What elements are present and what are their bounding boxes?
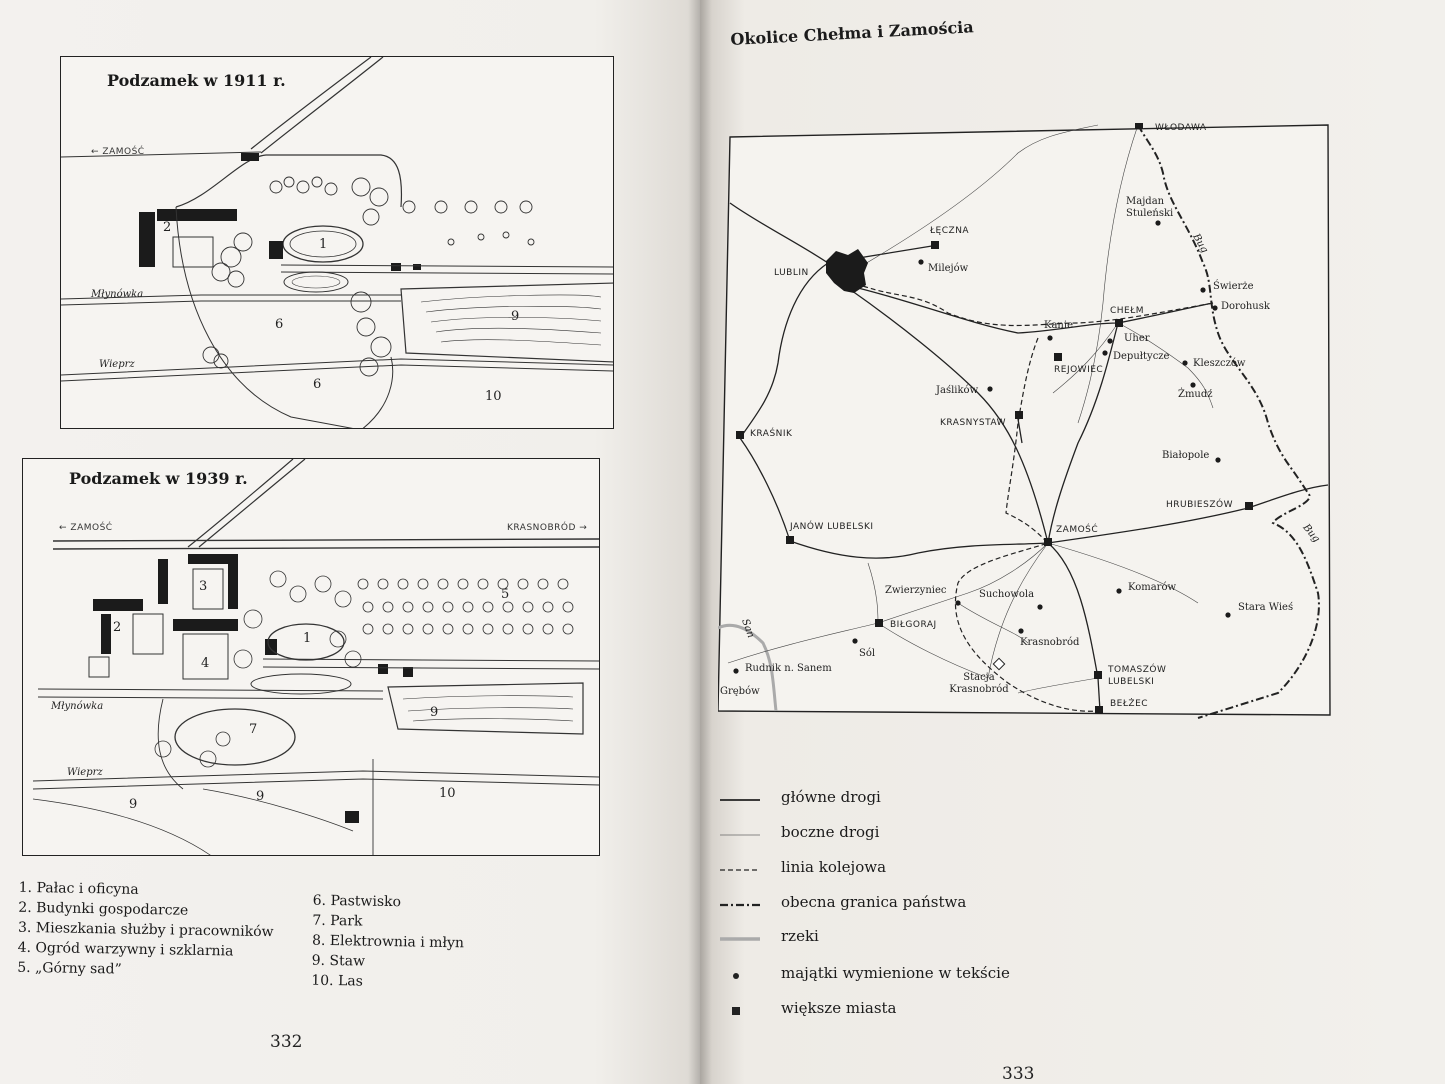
- map-1939-number: 9: [256, 789, 265, 804]
- river-label-mlynowka: Młynówka: [51, 701, 104, 712]
- map-podzamek-1939: Podzamek w 1939 r. ← ZAMOŚĆ KRASNOBRÓD →…: [22, 458, 600, 856]
- legend-railway: linia kolejowa: [718, 858, 1238, 882]
- river-label-wieprz: Wieprz: [99, 359, 135, 370]
- legend-label: linia kolejowa: [781, 858, 887, 876]
- map-1939-number: 1: [303, 631, 312, 646]
- town-leczna: ŁĘCZNA: [930, 226, 970, 236]
- legend-item: 6. Pastwisko: [312, 892, 402, 911]
- regional-map-drawing: [718, 123, 1331, 719]
- legend-item: 8. Elektrownia i młyn: [311, 932, 465, 952]
- legend-item: 7. Park: [312, 912, 363, 930]
- legend-main-roads: główne drogi: [718, 788, 1238, 812]
- page-number-right: 333: [1002, 1064, 1035, 1084]
- town-bialopole: Białopole: [1162, 450, 1210, 461]
- town-lublin: LUBLIN: [774, 268, 809, 278]
- legend-item: 10. Las: [311, 972, 363, 990]
- legend-rivers: rzeki: [718, 927, 1238, 951]
- map-1939-direction-zamosc: ← ZAMOŚĆ: [59, 523, 113, 533]
- map-1939-number: 9: [129, 797, 138, 812]
- map-1911-title: Podzamek w 1911 r.: [107, 71, 286, 90]
- legend-item: 9. Staw: [311, 952, 366, 970]
- map-1939-number: 5: [501, 587, 510, 602]
- map-1911-number: 6: [275, 317, 284, 332]
- map-1911-number: 6: [313, 377, 322, 392]
- town-krasnobrod: Krasnobród: [1020, 637, 1080, 648]
- legend-label: rzeki: [781, 927, 819, 945]
- station-krasnobrod: Stacja Krasnobród: [949, 672, 1009, 695]
- legend-label: majątki wymienione w tekście: [781, 964, 1010, 982]
- legend-column-2: 6. Pastwisko 7. Park 8. Elektrownia i mł…: [311, 891, 465, 994]
- town-sol: Sól: [859, 648, 876, 659]
- map-1939-number: 10: [439, 786, 456, 801]
- map-1939-number: 3: [199, 579, 208, 594]
- town-tomaszow-lubelski: TOMASZÓW LUBELSKI: [1108, 665, 1167, 687]
- town-suchowola: Suchowola: [979, 589, 1035, 600]
- town-stara-wies: Stara Wieś: [1238, 602, 1294, 613]
- town-komarow: Komarów: [1128, 582, 1177, 593]
- map-chelm-zamosc: WŁODAWA Majdan Stuleński ŁĘCZNA Milejów …: [718, 123, 1336, 721]
- river-label-mlynowka: Młynówka: [91, 289, 144, 300]
- legend-border: obecna granica państwa: [718, 893, 1238, 917]
- river-label-wieprz: Wieprz: [67, 767, 103, 778]
- town-hrubieszow: HRUBIESZÓW: [1166, 500, 1233, 510]
- town-janow-lubelski: JANÓW LUBELSKI: [790, 522, 874, 532]
- town-belzec: BEŁŻEC: [1110, 699, 1149, 709]
- legend-label: większe miasta: [781, 999, 897, 1017]
- legend-column-1: 1. Pałac i oficyna 2. Budynki gospodarcz…: [17, 878, 274, 982]
- town-jaslikow: Jaślików: [936, 385, 979, 396]
- town-krasnystaw: KRASNYSTAW: [940, 418, 1006, 428]
- town-bilgoraj: BIŁGORAJ: [890, 620, 937, 630]
- town-kanie: Kanie: [1044, 320, 1073, 331]
- town-swierze: Świerże: [1213, 281, 1254, 292]
- map-1911-number: 1: [319, 237, 328, 252]
- legend-label: obecna granica państwa: [781, 893, 967, 911]
- town-rejowiec: REJOWIEC: [1054, 365, 1104, 375]
- town-zmudz: Żmudź: [1178, 389, 1213, 400]
- map-1939-direction-krasnobrod: KRASNOBRÓD →: [507, 523, 588, 533]
- town-rudnik-n-sanem: Rudnik n. Sanem: [745, 663, 832, 674]
- town-milejow: Milejów: [928, 263, 969, 274]
- town-chelm: CHEŁM: [1110, 306, 1145, 316]
- town-grebow: Grębów: [720, 686, 760, 697]
- town-zwierzyniec: Zwierzyniec: [885, 585, 947, 596]
- map-1911-number: 10: [485, 389, 502, 404]
- map-podzamek-1911: Podzamek w 1911 r. ← ZAMOŚĆ Młynówka Wie…: [60, 56, 614, 429]
- town-dorohusk: Dorohusk: [1221, 301, 1270, 312]
- town-uher: Uher: [1124, 333, 1150, 344]
- town-krasnik: KRAŚNIK: [750, 429, 793, 439]
- map-1939-number: 2: [113, 620, 122, 635]
- map-1939-number: 7: [249, 722, 258, 737]
- page-number-left: 332: [270, 1032, 303, 1052]
- map-1939-drawing: [32, 459, 599, 855]
- legend-side-roads: boczne drogi: [718, 823, 1238, 847]
- town-zamosc: ZAMOŚĆ: [1056, 525, 1099, 535]
- map-1939-title: Podzamek w 1939 r.: [69, 469, 248, 488]
- legend-cities: większe miasta: [718, 999, 1238, 1023]
- map-1911-direction-zamosc: ← ZAMOŚĆ: [91, 147, 145, 157]
- legend-label: boczne drogi: [781, 823, 880, 841]
- book-gutter: [688, 0, 712, 1084]
- town-wlodawa: WŁODAWA: [1155, 123, 1207, 133]
- map-1911-number: 2: [163, 220, 172, 235]
- legend-estates: majątki wymienione w tekście: [718, 964, 1238, 988]
- map-1939-number: 4: [201, 656, 210, 671]
- town-majdan-stulenski: Majdan Stuleński: [1126, 196, 1174, 219]
- map-1911-drawing: [61, 57, 613, 428]
- map-1911-number: 9: [511, 309, 520, 324]
- map-1939-number: 9: [430, 705, 439, 720]
- legend-label: główne drogi: [781, 788, 881, 806]
- town-kleszczow: Kleszczów: [1193, 358, 1246, 369]
- town-depultycze: Depułtycze: [1113, 351, 1170, 362]
